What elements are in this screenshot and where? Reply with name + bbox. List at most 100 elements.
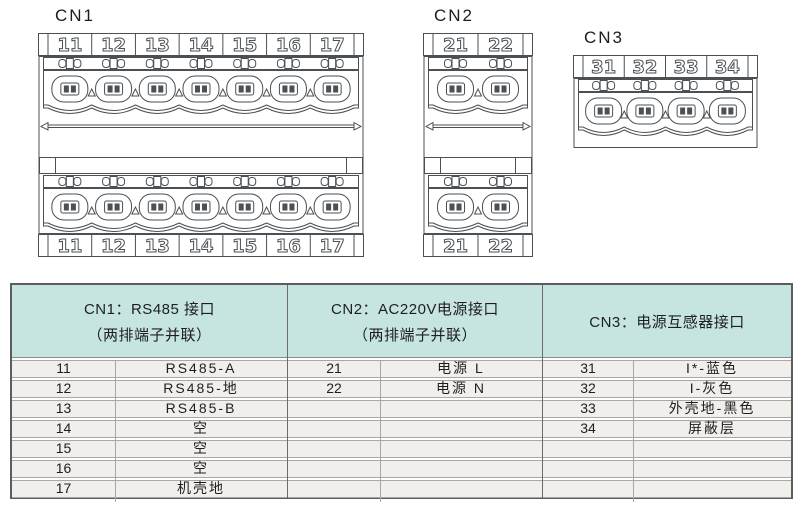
screw-terminal [482, 75, 519, 103]
terminal-number: 32 [632, 57, 657, 78]
wire-clamp-strip [43, 175, 359, 188]
pin-description-cell: 电源 N [436, 380, 486, 396]
terminal-number: 33 [674, 57, 699, 78]
pin-number-cell [288, 401, 380, 417]
cn2-header-line1: CN2：AC220V电源接口 [331, 300, 499, 318]
pin-description-cell: RS485-地 [163, 380, 239, 396]
pin-description-cell: RS485-B [165, 400, 237, 416]
terminal-number: 11 [57, 35, 82, 56]
table-row [288, 460, 542, 478]
pin-description-cell [380, 421, 542, 437]
pin-description-cell: 空 [193, 440, 209, 456]
cn1-header-line1: CN1：RS485 接口 [83, 300, 216, 318]
pin-number-cell [288, 441, 380, 457]
table-row [543, 460, 791, 478]
pin-description-cell [633, 481, 791, 497]
pin-number-cell: 33 [580, 400, 596, 416]
screw-terminal [182, 193, 220, 221]
cn1-label: CN1 [55, 6, 96, 25]
terminal-number: 14 [188, 35, 213, 56]
column-divider [380, 360, 381, 502]
pin-number-cell [288, 481, 380, 497]
cn2-table-header: CN2：AC220V电源接口 （两排端子并联） [288, 285, 542, 358]
polarity-triangle-mark [87, 205, 97, 215]
cn2-label: CN2 [434, 6, 475, 25]
wire-clamp-strip [43, 57, 359, 70]
table-row: 13 RS485-B [12, 400, 287, 418]
case-seam-bar [39, 121, 363, 131]
pin-description-cell [380, 401, 542, 417]
pin-number-cell: 11 [56, 360, 71, 376]
pin-number-cell: 32 [580, 380, 596, 396]
screw-terminal [51, 75, 89, 103]
pin-description-cell: 空 [193, 420, 209, 436]
pin-description-cell [633, 441, 791, 457]
pin-number-cell: 17 [55, 480, 72, 496]
cn1-table-header: CN1：RS485 接口 （两排端子并联） [12, 285, 287, 358]
polarity-triangle-mark [619, 109, 629, 119]
screw-terminal [138, 193, 176, 221]
table-row [543, 440, 791, 458]
screw-terminal [269, 75, 307, 103]
screw-terminal [626, 97, 664, 125]
connector-case [38, 56, 364, 234]
pin-number-cell: 14 [55, 420, 72, 436]
polarity-triangle-mark [305, 87, 315, 97]
pin-description-cell [633, 461, 791, 477]
pin-number-cell [288, 421, 380, 437]
terminal-number: 22 [488, 236, 513, 257]
column-divider [633, 360, 634, 502]
polarity-triangle-mark [305, 205, 315, 215]
screw-terminal [667, 97, 705, 125]
screw-terminal [313, 193, 351, 221]
pin-description-cell: 电源 L [437, 360, 485, 376]
screw-terminal [226, 75, 264, 103]
screw-terminal-block [428, 188, 528, 232]
screw-terminal [437, 193, 474, 221]
polarity-triangle-mark [262, 205, 271, 215]
face-plate [424, 157, 532, 174]
table-row: 21 电源 L [288, 360, 542, 378]
screw-terminal [138, 75, 176, 103]
screw-terminal-block [428, 70, 528, 114]
table-row [288, 480, 542, 498]
terminal-number: 12 [101, 35, 126, 56]
pin-number-cell: 12 [55, 380, 72, 396]
screw-terminal [51, 193, 89, 221]
pin-description-cell [380, 441, 542, 457]
terminal-number-strip: 21 22 [423, 234, 533, 258]
screw-terminal [585, 97, 623, 125]
table-row [288, 440, 542, 458]
terminal-number: 21 [443, 236, 468, 257]
pin-number-cell [288, 461, 380, 477]
screw-terminal-block [578, 92, 753, 136]
pin-number-cell [543, 481, 633, 497]
table-row [543, 480, 791, 498]
screw-terminal [708, 97, 746, 125]
polarity-triangle-mark [131, 205, 140, 215]
pin-number-cell: 31 [580, 360, 596, 376]
terminal-number: 16 [276, 35, 301, 56]
pin-description-cell: 屏蔽层 [688, 420, 736, 436]
polarity-triangle-mark [473, 205, 483, 215]
pin-number-cell: 13 [55, 400, 72, 416]
screw-terminal [95, 193, 133, 221]
terminal-number: 17 [320, 35, 345, 56]
table-row [288, 420, 542, 438]
terminal-number: 11 [57, 236, 82, 257]
cn1-header-line2: （两排端子并联） [87, 326, 212, 344]
pin-description-cell: RS485-A [165, 360, 237, 376]
pin-number-cell: 21 [326, 360, 342, 376]
pin-description-cell: 机壳地 [177, 480, 225, 496]
